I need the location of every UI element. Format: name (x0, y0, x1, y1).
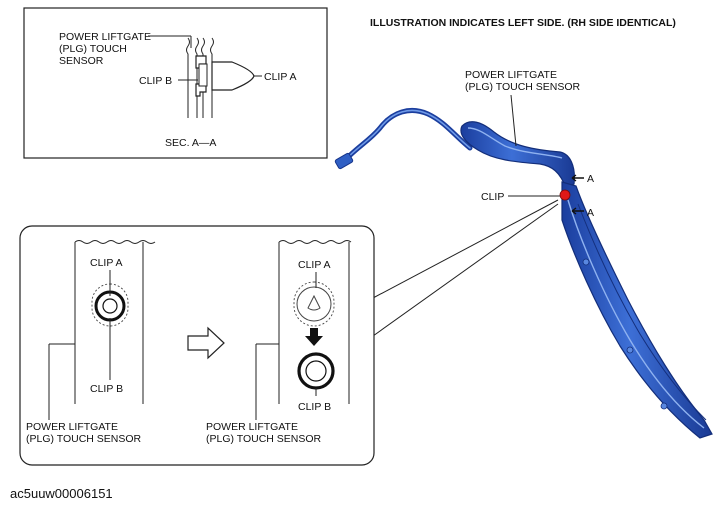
sensor-cable (342, 108, 473, 163)
after-clip-a (307, 294, 321, 311)
after-clip-a-label: CLIP A (298, 259, 331, 271)
sensor-upper-arm (460, 121, 575, 189)
figure-code: ac5uuw00006151 (10, 486, 113, 501)
section-clip-a-label: CLIP A (264, 71, 297, 83)
section-caption: SEC. A—A (165, 137, 216, 149)
sensor-connector (334, 152, 354, 170)
callout-line-upper (372, 199, 559, 299)
section-clip-b-label: CLIP B (139, 75, 172, 87)
before-sensor-label-1: POWER LIFTGATE (26, 421, 118, 433)
section-arrow-top (571, 174, 584, 182)
panel-boss (582, 258, 590, 266)
pull-direction-arrow-icon (305, 328, 323, 346)
section-view: POWER LIFTGATE (PLG) TOUCH SENSOR CLIP B… (23, 7, 328, 159)
illustration-note: ILLUSTRATION INDICATES LEFT SIDE. (RH SI… (370, 17, 676, 29)
detail-view: CLIP A CLIP B POWER LIFTGATE (PLG) TOUCH… (19, 225, 375, 466)
before-clip-a-label: CLIP A (90, 257, 123, 269)
main-sensor-label-1: POWER LIFTGATE (465, 69, 557, 81)
section-marker-bottom: A (587, 207, 594, 219)
main-sensor-leader (510, 94, 517, 147)
liftgate-view: A A POWER LIFTGATE (PLG) TOUCH SENSOR CL… (334, 69, 713, 439)
clip-marker (559, 189, 571, 201)
before-clip-b-label: CLIP B (90, 383, 123, 395)
after-clip-b-label: CLIP B (298, 401, 331, 413)
main-sensor-label-2: (PLG) TOUCH SENSOR (465, 81, 581, 93)
callout-line-lower (372, 203, 559, 337)
panel-boss (660, 402, 668, 410)
section-clip-b (195, 55, 208, 97)
section-sensor-label-2: (PLG) TOUCH (59, 43, 127, 55)
before-sensor-label-2: (PLG) TOUCH SENSOR (26, 433, 142, 445)
sensor-main-panel (561, 181, 713, 439)
panel-boss (626, 346, 634, 354)
section-marker-top: A (587, 173, 594, 185)
main-clip-label: CLIP (481, 191, 504, 203)
before-clip-a (102, 298, 118, 314)
section-sensor-label-3: SENSOR (59, 55, 104, 67)
after-sensor-label-1: POWER LIFTGATE (206, 421, 298, 433)
section-sensor-label-1: POWER LIFTGATE (59, 31, 151, 43)
section-view-frame (23, 7, 328, 159)
section-sensor-walls (186, 37, 214, 118)
detail-after: CLIP A CLIP B POWER LIFTGATE (PLG) TOUCH… (206, 240, 352, 445)
transition-arrow-icon (187, 326, 225, 360)
after-sensor-label-2: (PLG) TOUCH SENSOR (206, 433, 322, 445)
section-clip-a (211, 61, 255, 91)
detail-before: CLIP A CLIP B POWER LIFTGATE (PLG) TOUCH… (26, 240, 156, 445)
section-arrow-bottom (571, 207, 584, 215)
